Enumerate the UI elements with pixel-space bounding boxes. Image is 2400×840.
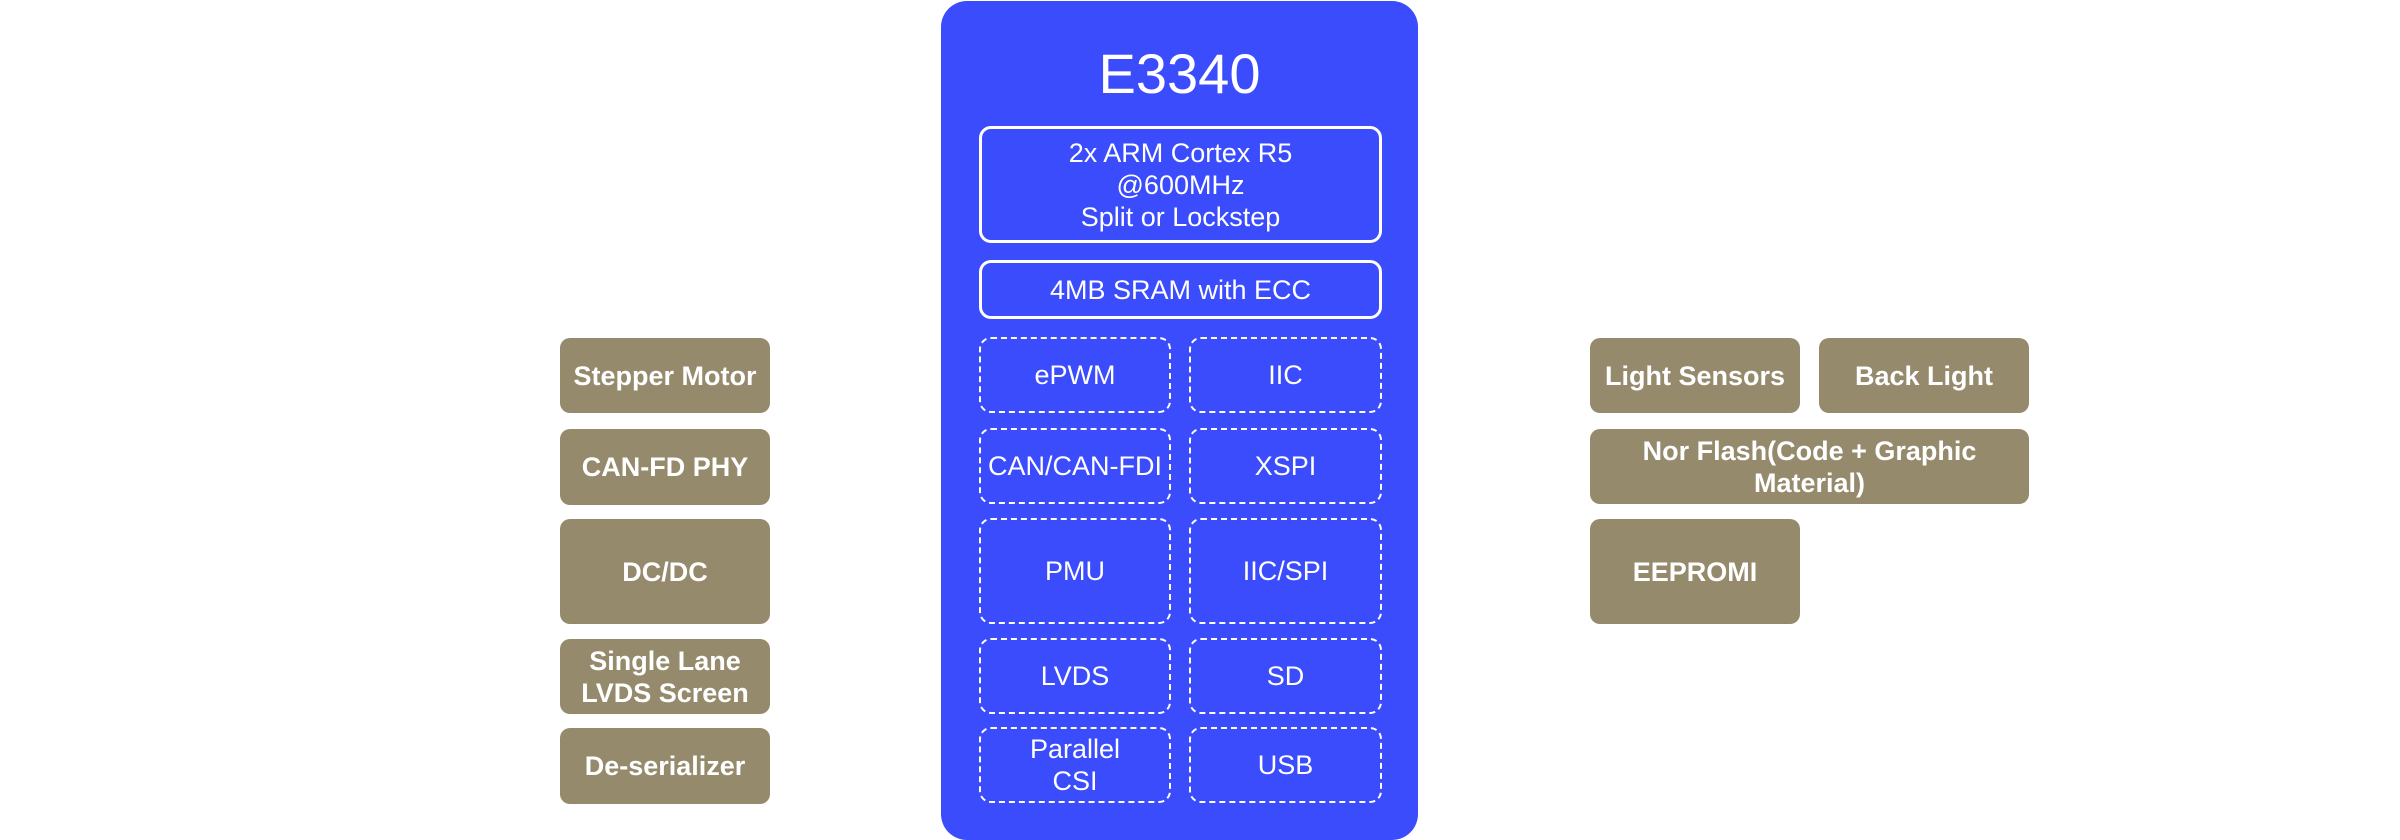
module-xspi: XSPI [1189, 428, 1382, 504]
module-iic: IIC [1189, 337, 1382, 413]
nor-flash-block: Nor Flash(Code + Graphic Material) [1590, 429, 2029, 504]
dc-dc-block: DC/DC [560, 519, 770, 624]
cpu-block: 2x ARM Cortex R5 @600MHz Split or Lockst… [979, 126, 1382, 243]
module-iic-spi: IIC/SPI [1189, 518, 1382, 624]
stepper-motor-block: Stepper Motor [560, 338, 770, 413]
module-epwm: ePWM [979, 337, 1171, 413]
eepromi-block: EEPROMI [1590, 519, 1800, 624]
de-serializer-block: De-serializer [560, 728, 770, 804]
chip-title: E3340 [1098, 42, 1261, 105]
back-light-block: Back Light [1819, 338, 2029, 413]
light-sensors-block: Light Sensors [1590, 338, 1800, 413]
module-can-can-fdi: CAN/CAN-FDI [979, 428, 1171, 504]
module-parallel-csi: Parallel CSI [979, 727, 1171, 803]
sram-block: 4MB SRAM with ECC [979, 260, 1382, 319]
module-sd: SD [1189, 638, 1382, 714]
e3340-chip [941, 1, 1418, 840]
module-lvds: LVDS [979, 638, 1171, 714]
module-usb: USB [1189, 727, 1382, 803]
can-fd-phy-block: CAN-FD PHY [560, 429, 770, 505]
single-lane-lvds-screen-block: Single Lane LVDS Screen [560, 639, 770, 714]
module-pmu: PMU [979, 518, 1171, 624]
